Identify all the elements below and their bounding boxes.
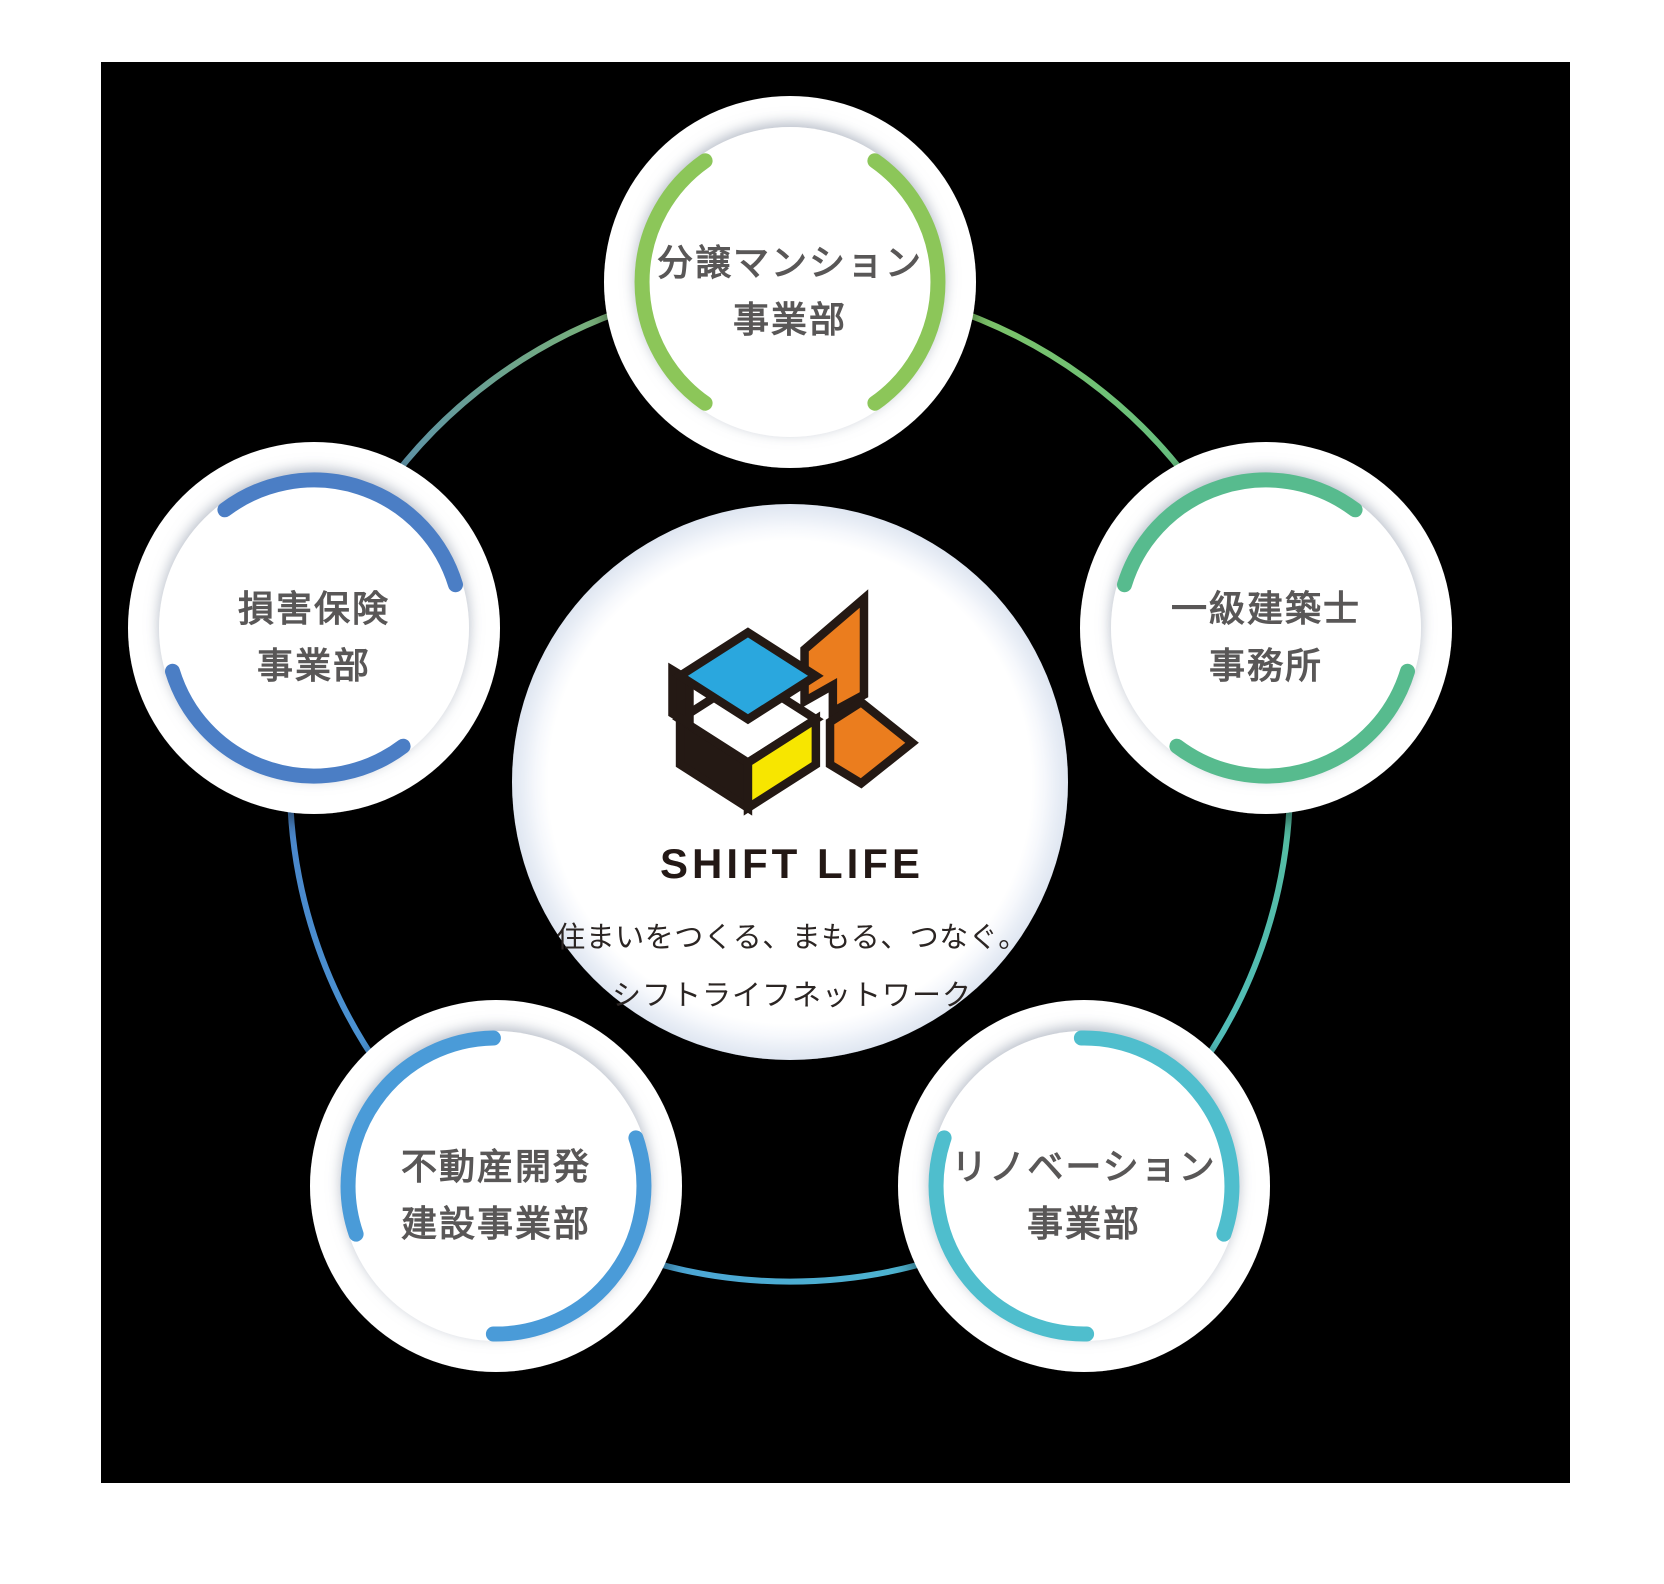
satellite-label-bottom-right: リノベーション 事業部 (951, 1139, 1216, 1253)
label-line: 損害保険 (237, 588, 391, 630)
satellite-circle-left (128, 442, 500, 814)
tagline-line2: シフトライフネットワーク (611, 980, 973, 1012)
accent-arc (340, 1030, 501, 1242)
accent-arc (217, 472, 463, 593)
brand-name: SHIFT LIFE (659, 840, 924, 887)
logo-yellow-face (743, 711, 820, 816)
satellite-circle-right (1080, 442, 1452, 814)
accent-arc (485, 1130, 652, 1342)
satellite-inner-circle (929, 1031, 1239, 1341)
satellite-circle-top (604, 96, 976, 468)
satellite-label-bottom-left: 不動産開発 建設事業部 (401, 1139, 591, 1253)
label-line: 事業部 (256, 645, 372, 686)
accent-arc (1073, 1030, 1240, 1242)
satellite-inner-circle (341, 1031, 651, 1341)
shift-life-logo (667, 589, 919, 816)
satellite-label-top: 分譲マンション 事業部 (657, 235, 923, 349)
accent-arc (1117, 472, 1363, 593)
logo-orange-diamond (825, 697, 919, 789)
logo-blue-diamond (671, 627, 824, 725)
accent-arc (928, 1130, 1095, 1342)
accent-arc (1169, 663, 1415, 784)
satellite-inner-circle (159, 473, 469, 783)
label-line: 一級建築士 (1170, 588, 1362, 630)
logo-orange-flag (800, 589, 868, 719)
label-line: 分譲マンション (656, 242, 924, 284)
label-line: 事務所 (1208, 645, 1324, 686)
satellite-circle-bottom-left (310, 1000, 682, 1372)
label-line: 建設事業部 (400, 1203, 592, 1244)
satellite-inner-circle (1111, 473, 1421, 783)
satellite-label-left: 損害保険 事業部 (238, 581, 390, 695)
satellite-inner-circle (635, 127, 945, 437)
label-line: リノベーション (951, 1146, 1217, 1188)
accent-arc (867, 153, 946, 411)
center-content: SHIFT LIFE 住まいをつくる、まもる、つなぐ。 シフトライフネットワーク (556, 586, 1027, 1014)
label-line: 不動産開発 (400, 1146, 592, 1188)
accent-arc (634, 153, 713, 411)
accent-arc (165, 663, 411, 784)
satellite-circle-bottom-right (898, 1000, 1270, 1372)
label-line: 事業部 (732, 299, 848, 340)
tagline-line1: 住まいをつくる、まもる、つなぐ。 (556, 922, 1028, 954)
satellite-label-right: 一級建築士 事務所 (1171, 581, 1361, 695)
label-line: 事業部 (1026, 1203, 1141, 1244)
